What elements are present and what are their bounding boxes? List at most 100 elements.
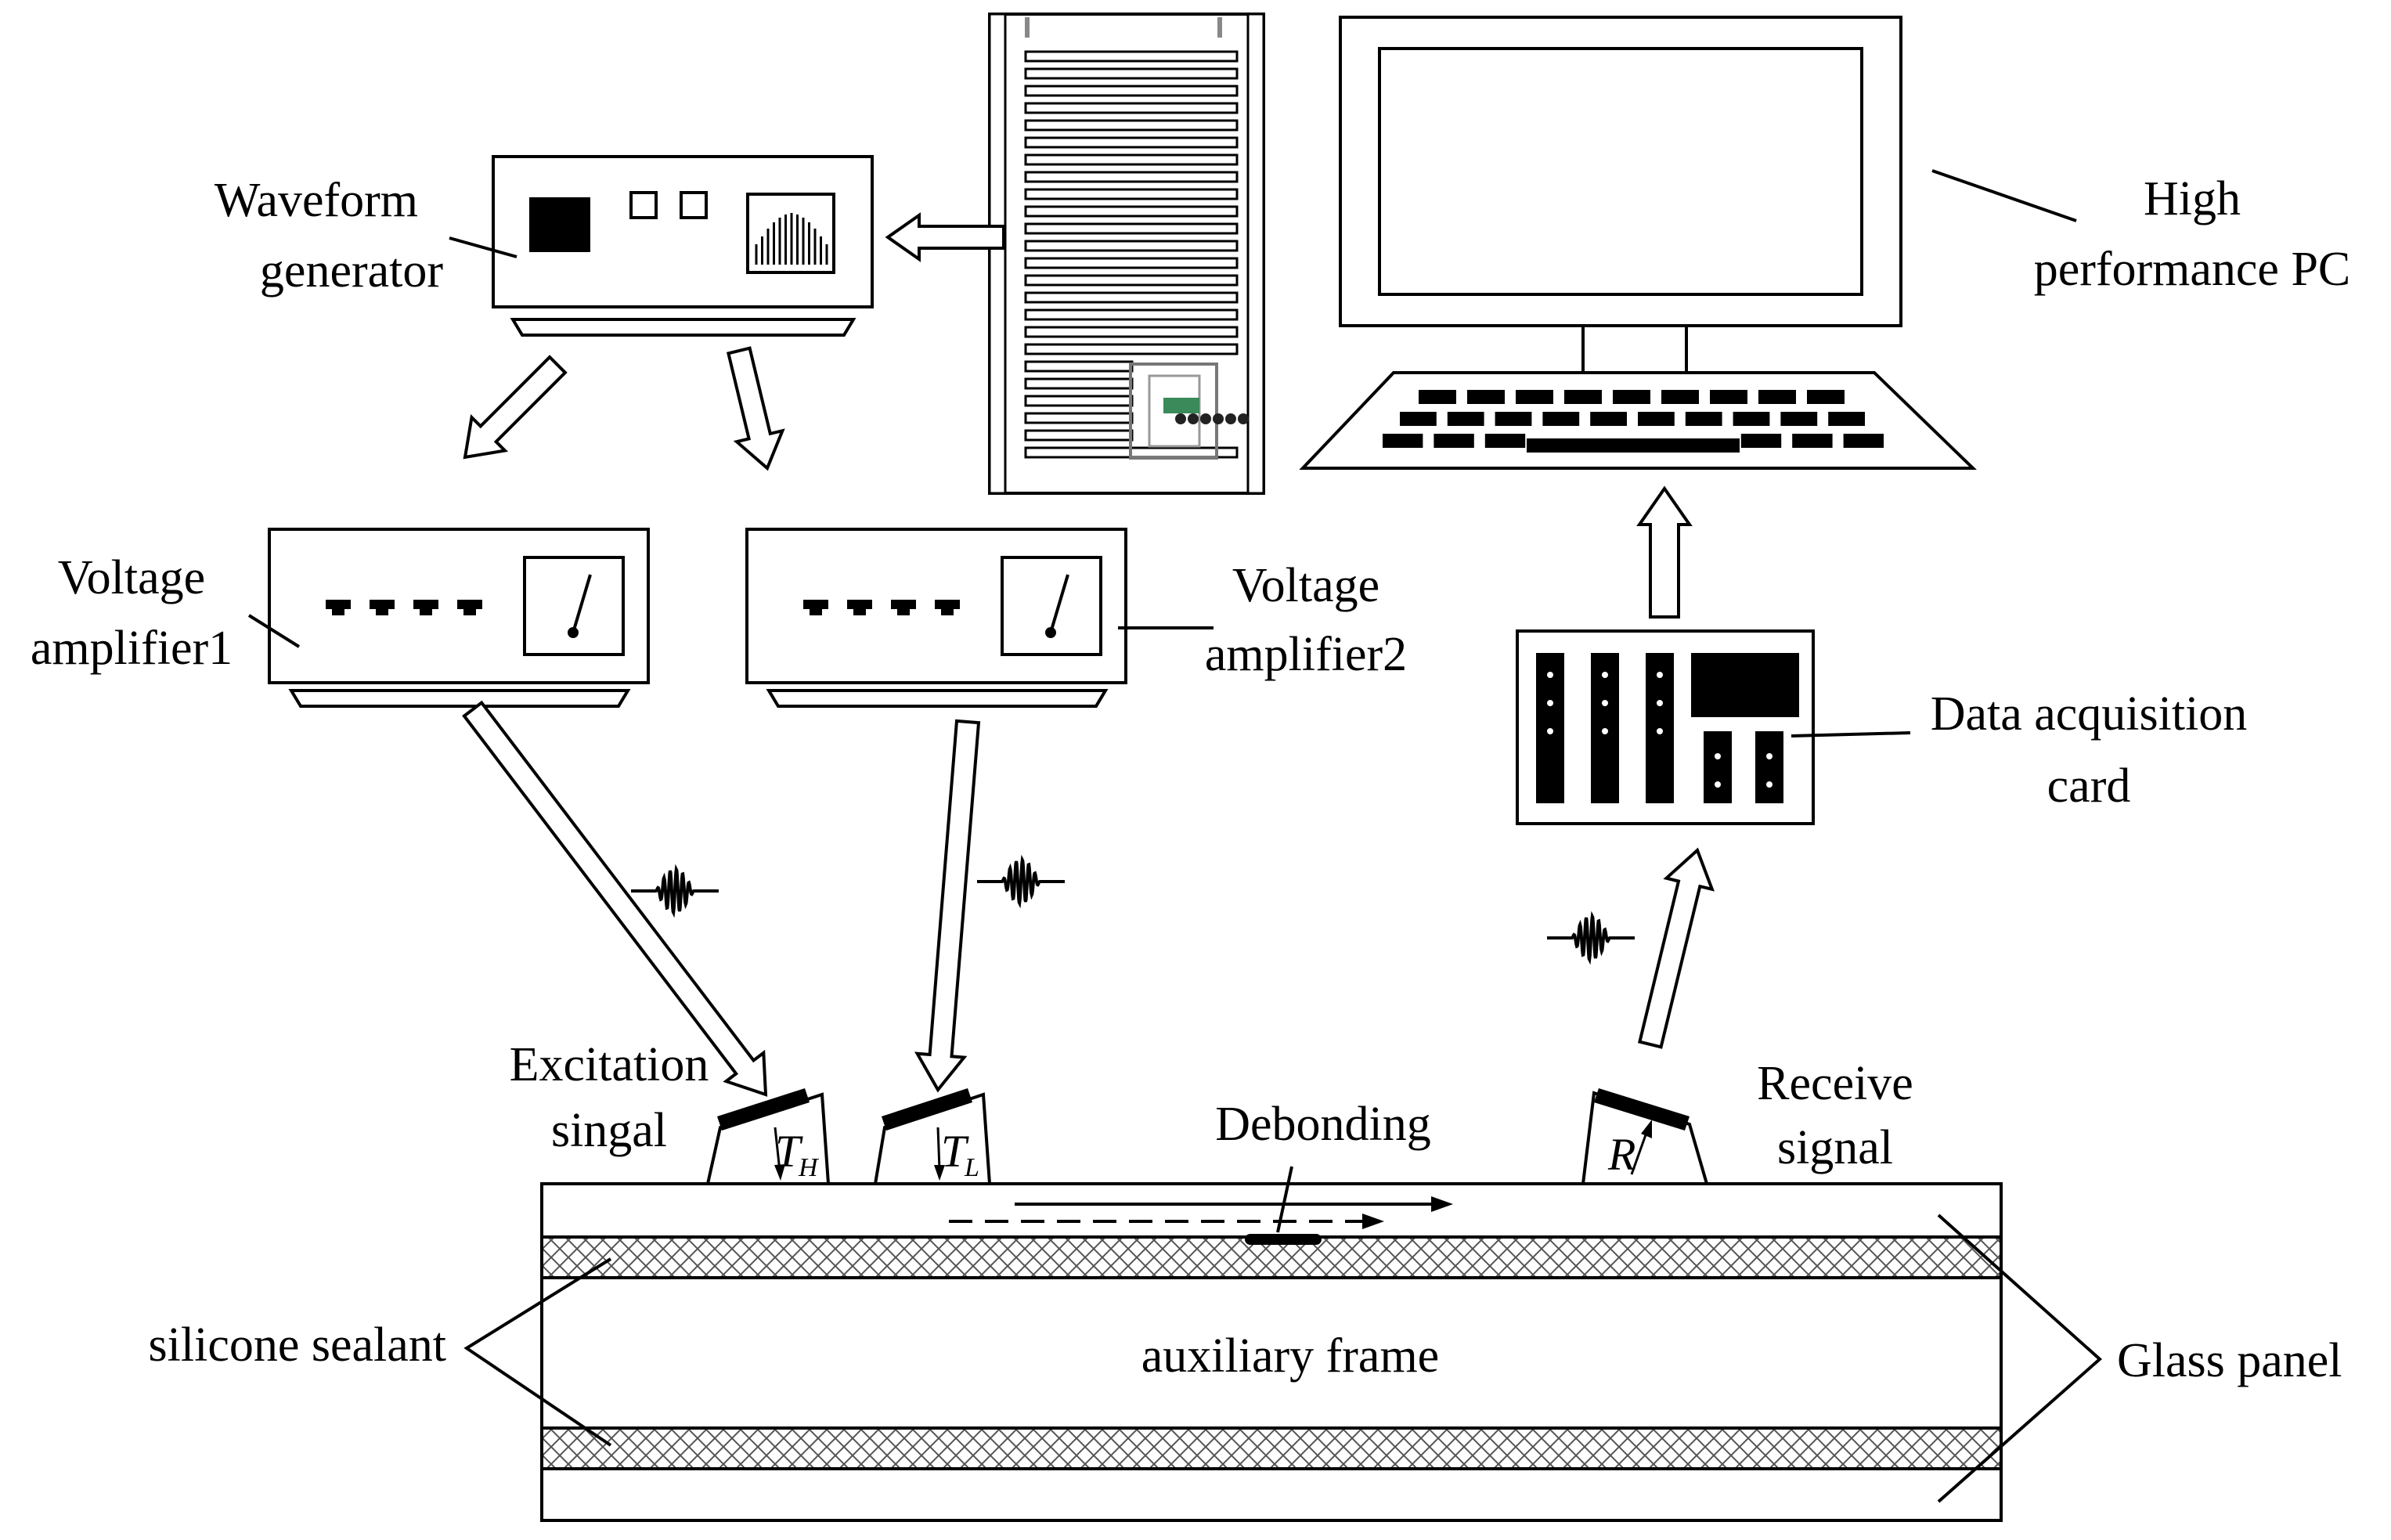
keyboard-key: [1740, 434, 1782, 448]
glass-unit-section: [540, 1182, 2003, 1522]
transducer-th: [705, 1088, 831, 1185]
receive-label-2: signal: [1777, 1121, 1893, 1174]
rack-slot: [1024, 136, 1239, 149]
rack-slot: [1024, 188, 1239, 200]
indicator-led: [891, 600, 916, 609]
indicator-led-base: [853, 609, 866, 615]
slot-pin: [1602, 728, 1608, 734]
bottom-silicone-layer: [540, 1426, 2003, 1470]
slot-pin: [1547, 728, 1553, 734]
keyboard-key: [1564, 390, 1602, 404]
rack-slot: [1024, 291, 1239, 304]
slot-pin: [1602, 700, 1608, 706]
indicator-led-base: [463, 609, 476, 615]
indicator-led: [326, 600, 351, 609]
waveform-generator-label: Waveform: [215, 174, 418, 227]
rack-slot: [1024, 326, 1239, 338]
amplifier-1-label: Voltage: [58, 551, 205, 604]
rack-slot: [1024, 153, 1239, 166]
pc-label-2: performance PC: [2034, 243, 2351, 296]
arrow-amp1-to-th: [462, 700, 768, 1097]
keyboard-key: [1758, 390, 1796, 404]
rack-slot: [1024, 240, 1239, 252]
keyboard-key: [1710, 390, 1747, 404]
keyboard-key: [1807, 390, 1845, 404]
slot-pin: [1766, 781, 1773, 788]
daq-label-2: card: [2047, 759, 2131, 813]
arrow-daq-to-pc: [1636, 485, 1693, 619]
leader-lines: [247, 169, 2103, 1503]
transducer-r-symbol: R: [1607, 1129, 1635, 1180]
bottom-glass-panel: [540, 1467, 2003, 1522]
transducer-tl-subscript: L: [964, 1153, 979, 1182]
excitation-label: Excitation: [510, 1038, 709, 1091]
keyboard-key: [1542, 412, 1580, 426]
waveform-generator-label-2: generator: [260, 244, 443, 298]
slot-pin: [1547, 672, 1553, 678]
voltage-amplifier-1: [268, 528, 650, 708]
keyboard-key: [1495, 412, 1532, 426]
keyboard-key: [1733, 412, 1770, 426]
arrow-amp2-to-tl: [914, 719, 981, 1093]
slot-pin: [1715, 753, 1721, 759]
rack-slot: [1024, 67, 1239, 80]
rack-slot: [1024, 429, 1134, 442]
amplifier-2-label-2: amplifier2: [1205, 628, 1407, 681]
indicator-led-base: [332, 609, 344, 615]
keyboard-key: [1447, 412, 1484, 426]
indicator-led-base: [376, 609, 388, 615]
keyboard-key: [1516, 390, 1553, 404]
arrow-rack-to-generator: [885, 212, 1005, 262]
indicator-led-base: [897, 609, 910, 615]
rack-slot: [1024, 102, 1239, 114]
keyboard-key: [1792, 434, 1833, 448]
rack-slot: [1024, 171, 1239, 183]
rack-slot: [1024, 205, 1239, 218]
indicator-led-base: [420, 609, 432, 615]
keyboard-key: [1828, 412, 1865, 426]
rack-chassis: [988, 13, 1265, 495]
keyboard-key: [1383, 434, 1423, 448]
keyboard-key: [1843, 434, 1884, 448]
top-glass-panel: [540, 1182, 2003, 1239]
rack-slot: [1024, 377, 1134, 390]
data-acquisition-card: [1516, 629, 1815, 825]
excitation-label-2: singal: [551, 1104, 667, 1157]
indicator-led: [370, 600, 395, 609]
keyboard-key: [1400, 412, 1437, 426]
glass-panel-label: Glass panel: [2117, 1334, 2342, 1387]
silicone-sealant-label: silicone sealant: [149, 1318, 446, 1372]
transducer-th-subscript: H: [798, 1153, 820, 1182]
indicator-led: [457, 600, 482, 609]
indicator-led: [413, 600, 438, 609]
rack-slot: [1024, 85, 1239, 97]
slot-pin: [1657, 728, 1663, 734]
pc-monitor: [1339, 16, 1902, 374]
keyboard-key: [1780, 412, 1818, 426]
transducer-th-symbol: T: [775, 1126, 803, 1177]
amplifier-2-label: Voltage: [1232, 559, 1379, 612]
tone-burst-3: [1547, 911, 1635, 965]
keyboard-key: [1638, 412, 1675, 426]
pc-label: High: [2144, 172, 2241, 225]
rack-board: [1129, 362, 1249, 460]
keyboard-key: [1467, 390, 1505, 404]
transducer-r: [1581, 1088, 1709, 1185]
slot-pin: [1766, 753, 1773, 759]
transducer-tl: [873, 1088, 992, 1185]
slot-pin: [1715, 781, 1721, 788]
rack-slot: [1024, 395, 1134, 407]
keyboard-key: [1661, 390, 1699, 404]
debonding-defect: [1245, 1234, 1322, 1245]
indicator-led-base: [810, 609, 822, 615]
rack-slot: [1024, 412, 1134, 424]
rack-slot: [1024, 274, 1239, 287]
rack-slot: [1024, 308, 1239, 321]
rack-slot: [1024, 343, 1239, 355]
auxiliary-frame-label: auxiliary frame: [1141, 1329, 1439, 1383]
receive-label: Receive: [1757, 1057, 1913, 1110]
keyboard-key: [1419, 390, 1456, 404]
keyboard-key: [1613, 390, 1650, 404]
rack-slot: [1024, 257, 1239, 269]
